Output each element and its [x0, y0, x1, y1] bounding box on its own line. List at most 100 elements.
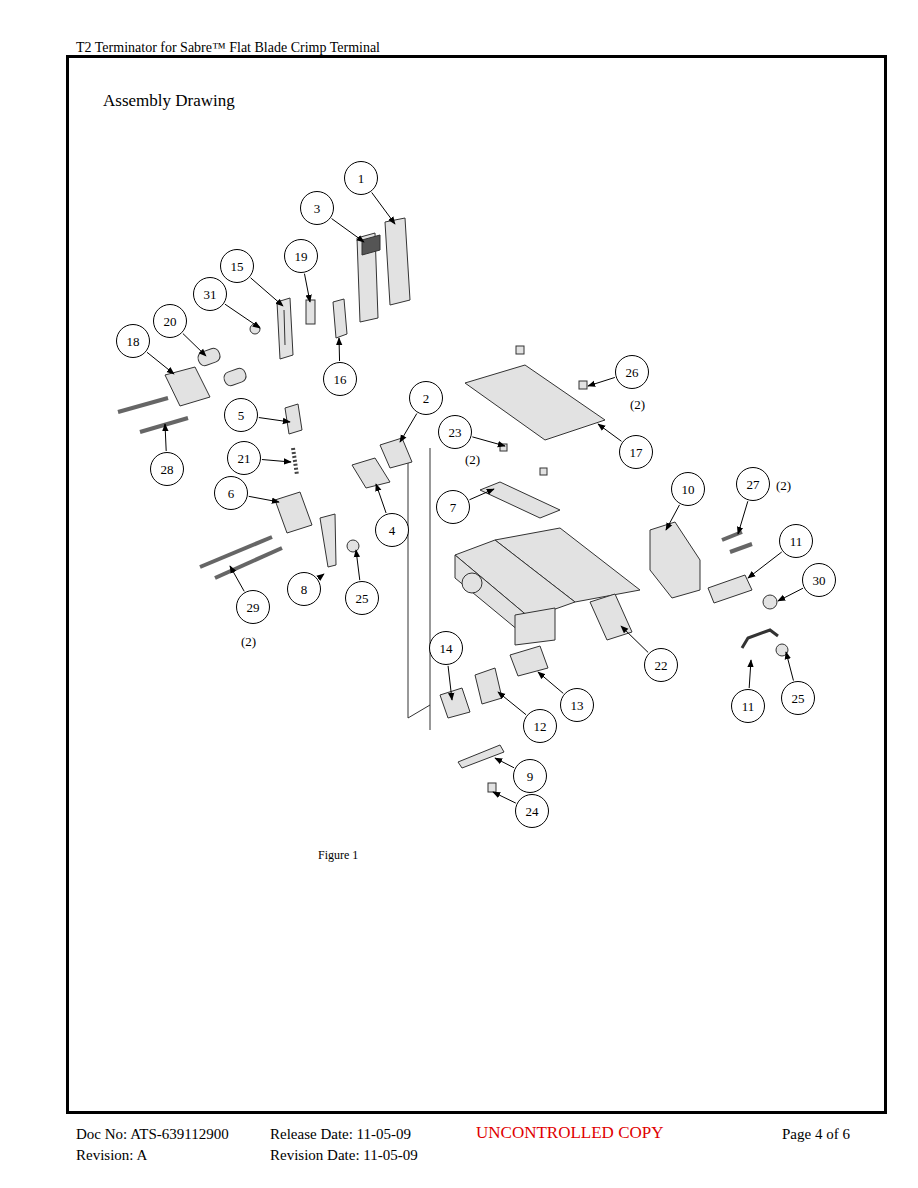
- callout-text: 14: [440, 642, 453, 655]
- leader-line: [469, 489, 494, 500]
- leader-line: [621, 626, 648, 652]
- callout-text: 31: [204, 288, 217, 301]
- callout-number: 1: [344, 161, 378, 195]
- callout-number: 11: [731, 689, 765, 723]
- leader-line: [448, 666, 452, 700]
- callout-text: 21: [238, 452, 251, 465]
- leader-line: [259, 418, 290, 422]
- callout-text: 28: [161, 463, 174, 476]
- callout-text: 18: [127, 335, 140, 348]
- footer-text: UNCONTROLLED COPY: [476, 1124, 663, 1143]
- callout-number: 30: [802, 563, 836, 597]
- callout-text: 16: [334, 373, 347, 386]
- leader-line: [588, 377, 615, 386]
- callout-number: 19: [284, 239, 318, 273]
- leader-line: [400, 413, 417, 442]
- callout-text: 4: [389, 524, 396, 537]
- quantity-note: (2): [241, 635, 256, 649]
- leader-line: [472, 437, 505, 446]
- callout-number: 11: [779, 524, 813, 558]
- callout-text: 23: [449, 426, 462, 439]
- callout-text: 22: [655, 659, 668, 672]
- quantity-note: (2): [630, 398, 645, 412]
- callout-text: 26: [626, 366, 639, 379]
- callout-text: 15: [231, 260, 244, 273]
- callout-number: 22: [644, 648, 678, 682]
- footer-text: Doc No: ATS-639112900: [76, 1126, 229, 1143]
- callout-number: 12: [523, 709, 557, 743]
- callout-text: 19: [295, 250, 308, 263]
- leader-line: [376, 484, 386, 513]
- callout-number: 15: [220, 249, 254, 283]
- callout-text: 10: [682, 483, 695, 496]
- leader-line: [786, 652, 793, 681]
- callout-number: 2: [409, 381, 443, 415]
- callout-text: 7: [450, 501, 457, 514]
- callout-text: 13: [571, 699, 584, 712]
- callout-text: 29: [247, 601, 260, 614]
- callout-text: 6: [228, 487, 235, 500]
- callout-text: 25: [356, 592, 369, 605]
- callout-text: 27: [747, 478, 760, 491]
- callout-number: 9: [513, 759, 547, 793]
- leader-line: [666, 505, 679, 530]
- leader-line: [332, 219, 364, 242]
- leader-line: [738, 501, 748, 534]
- callout-text: 11: [790, 535, 803, 548]
- leader-line: [251, 278, 283, 306]
- callout-number: 13: [560, 688, 594, 722]
- callout-text: 8: [301, 583, 308, 596]
- leader-line: [249, 496, 279, 502]
- callout-number: 27: [736, 467, 770, 501]
- quantity-note: (2): [776, 479, 791, 493]
- callout-number: 17: [619, 435, 653, 469]
- callout-number: 7: [436, 490, 470, 524]
- callout-number: 26: [615, 355, 649, 389]
- quantity-note: (2): [465, 453, 480, 467]
- callout-number: 10: [671, 472, 705, 506]
- callout-text: 3: [314, 202, 321, 215]
- leader-line: [356, 550, 360, 580]
- callout-text: 20: [164, 315, 177, 328]
- callout-text: 17: [630, 446, 643, 459]
- callout-text: 12: [534, 720, 547, 733]
- header-text: T2 Terminator for Sabre™ Flat Blade Crim…: [76, 40, 380, 55]
- footer-text: Revision: A: [76, 1147, 147, 1164]
- leader-line: [147, 352, 174, 374]
- callout-number: 24: [515, 794, 549, 828]
- footer-text: Revision Date: 11-05-09: [270, 1147, 418, 1164]
- leader-line: [749, 660, 751, 688]
- leader-line: [225, 304, 260, 328]
- callout-number: 8: [287, 572, 321, 606]
- callout-number: 4: [375, 513, 409, 547]
- leader-line: [495, 758, 514, 768]
- leader-line: [778, 588, 803, 601]
- leader-line: [372, 192, 395, 224]
- leader-line: [598, 424, 622, 441]
- callout-text: 1: [358, 172, 365, 185]
- callout-number: 21: [227, 441, 261, 475]
- callout-number: 20: [153, 304, 187, 338]
- callout-text: 11: [742, 700, 755, 713]
- callout-number: 6: [214, 476, 248, 510]
- callout-number: 31: [193, 277, 227, 311]
- callout-number: 23: [438, 415, 472, 449]
- callout-text: 25: [792, 692, 805, 705]
- callout-number: 16: [323, 362, 357, 396]
- callout-number: 25: [781, 681, 815, 715]
- callout-number: 14: [429, 631, 463, 665]
- leader-line: [493, 792, 516, 803]
- figure-caption: Figure 1: [318, 849, 358, 862]
- leader-line: [262, 460, 291, 462]
- leader-line: [748, 552, 782, 578]
- callout-number: 28: [150, 452, 184, 486]
- leader-line: [318, 574, 324, 578]
- footer-text: Release Date: 11-05-09: [270, 1126, 411, 1143]
- callout-text: 9: [527, 770, 534, 783]
- callout-text: 24: [526, 805, 539, 818]
- leader-line: [538, 672, 563, 693]
- callout-number: 25: [345, 581, 379, 615]
- drawing-title: Assembly Drawing: [103, 92, 235, 111]
